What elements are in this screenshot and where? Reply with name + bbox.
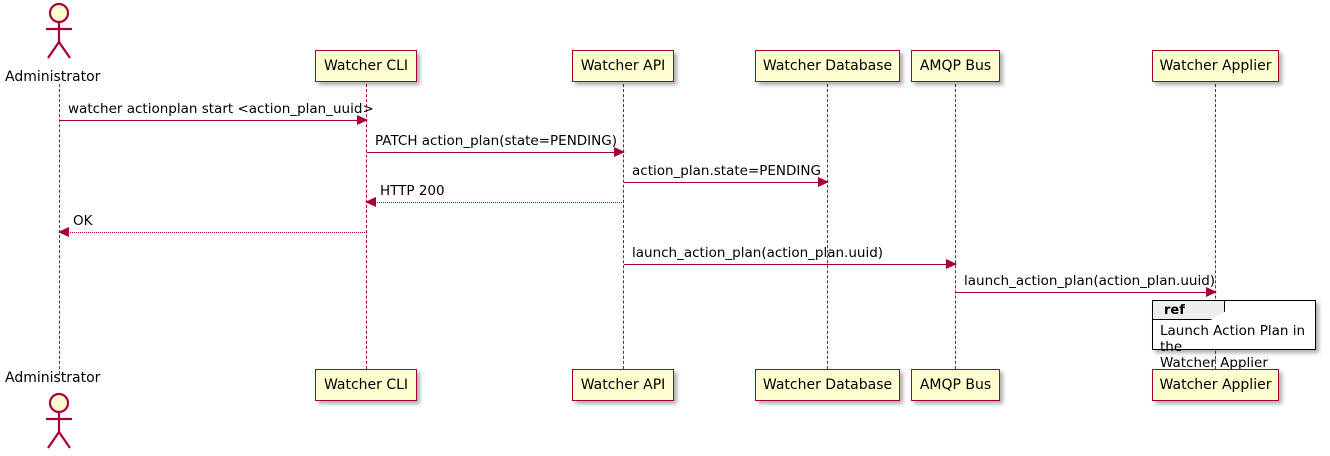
arrowhead-left-icon (58, 227, 69, 237)
message-label: watcher actionplan start <action_plan_uu… (68, 100, 374, 117)
message-label: action_plan.state=PENDING (632, 162, 821, 179)
participant-watcher-database-top[interactable]: Watcher Database (755, 50, 900, 82)
participant-label: Watcher Database (762, 377, 893, 393)
participant-label: Watcher Database (762, 58, 893, 74)
actor-label-administrator-top: Administrator (5, 69, 101, 85)
participant-amqp-bus-top[interactable]: AMQP Bus (911, 50, 1000, 82)
message-label: PATCH action_plan(state=PENDING) (375, 132, 617, 149)
stick-figure-actor-icon (46, 2, 72, 59)
participant-watcher-api-top[interactable]: Watcher API (572, 50, 674, 82)
arrowhead-right-icon (818, 177, 829, 187)
participant-watcher-applier-bottom[interactable]: Watcher Applier (1152, 369, 1279, 401)
arrowhead-right-icon (357, 115, 368, 125)
lifeline-watcher-api (623, 84, 624, 374)
message-line (60, 120, 367, 121)
message-label: launch_action_plan(action_plan.uuid) (632, 244, 884, 261)
lifeline-watcher-database (827, 84, 828, 374)
ref-fragment-line-1: Launch Action Plan in the (1160, 323, 1306, 355)
participant-watcher-applier-top[interactable]: Watcher Applier (1152, 50, 1279, 82)
participant-label: Watcher Applier (1159, 377, 1272, 393)
message-line (366, 202, 624, 203)
message-line (956, 292, 1216, 293)
message-line (367, 152, 624, 153)
participant-label: Watcher API (580, 377, 666, 393)
lifeline-watcher-applier (1215, 84, 1216, 374)
participant-label: AMQP Bus (919, 377, 992, 393)
participant-label: Watcher CLI (323, 377, 409, 393)
message-line (59, 232, 367, 233)
arrowhead-left-icon (365, 197, 376, 207)
ref-fragment-launch-action-plan[interactable]: ref Launch Action Plan in the Watcher Ap… (1152, 300, 1316, 371)
ref-fragment-body: Launch Action Plan in the Watcher Applie… (1160, 323, 1309, 371)
actor-administrator-bottom (37, 392, 81, 450)
message-label: launch_action_plan(action_plan.uuid) (964, 272, 1216, 289)
message-label: OK (73, 212, 93, 229)
participant-label: Watcher CLI (323, 58, 409, 74)
lifeline-watcher-cli (366, 84, 367, 374)
ref-fragment-line-2: Watcher Applier (1160, 355, 1268, 371)
ref-fragment-tab: ref (1153, 301, 1225, 320)
lifeline-amqp-bus (955, 84, 956, 374)
participant-label: Watcher API (580, 58, 666, 74)
arrowhead-right-icon (614, 147, 625, 157)
stick-figure-actor-icon (46, 392, 72, 449)
message-line (624, 182, 828, 183)
arrowhead-right-icon (1206, 287, 1217, 297)
participant-label: Watcher Applier (1159, 58, 1272, 74)
participant-watcher-cli-bottom[interactable]: Watcher CLI (315, 369, 417, 401)
participant-amqp-bus-bottom[interactable]: AMQP Bus (911, 369, 1000, 401)
participant-watcher-api-bottom[interactable]: Watcher API (572, 369, 674, 401)
message-line (624, 264, 956, 265)
actor-administrator-top (37, 2, 81, 60)
participant-watcher-database-bottom[interactable]: Watcher Database (755, 369, 900, 401)
message-label: HTTP 200 (380, 182, 445, 199)
participant-watcher-cli-top[interactable]: Watcher CLI (315, 50, 417, 82)
arrowhead-right-icon (946, 259, 957, 269)
ref-fragment-tab-label: ref (1164, 302, 1185, 318)
actor-label-administrator-bottom: Administrator (5, 370, 101, 386)
participant-label: AMQP Bus (919, 58, 992, 74)
